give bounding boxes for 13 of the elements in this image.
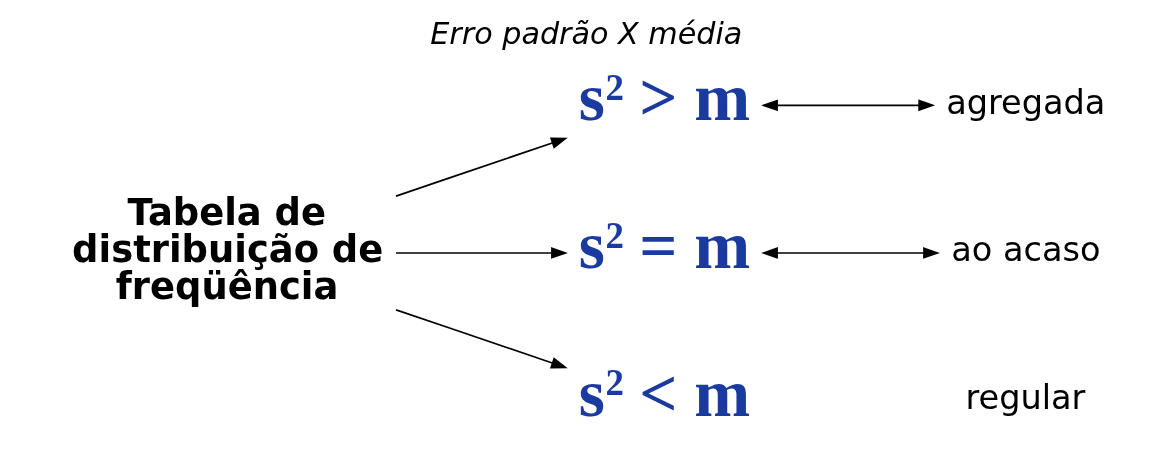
node-text: ao acaso	[951, 230, 1101, 270]
node-text: Tabela de distribuição de freqüência	[72, 191, 384, 309]
arrow	[395, 247, 568, 259]
arrow	[761, 247, 940, 259]
node-text: s$^{2}$ = m	[578, 208, 751, 284]
node-text: agregada	[946, 82, 1106, 122]
arrow	[395, 137, 568, 197]
node-text: s$^{2}$ < m	[578, 355, 751, 431]
arrow	[761, 99, 936, 112]
diagram-title: Erro padrão X média	[430, 15, 743, 51]
arrow	[395, 309, 568, 369]
node-text: s$^{2}$ > m	[578, 60, 751, 136]
label: regular	[965, 378, 1086, 418]
